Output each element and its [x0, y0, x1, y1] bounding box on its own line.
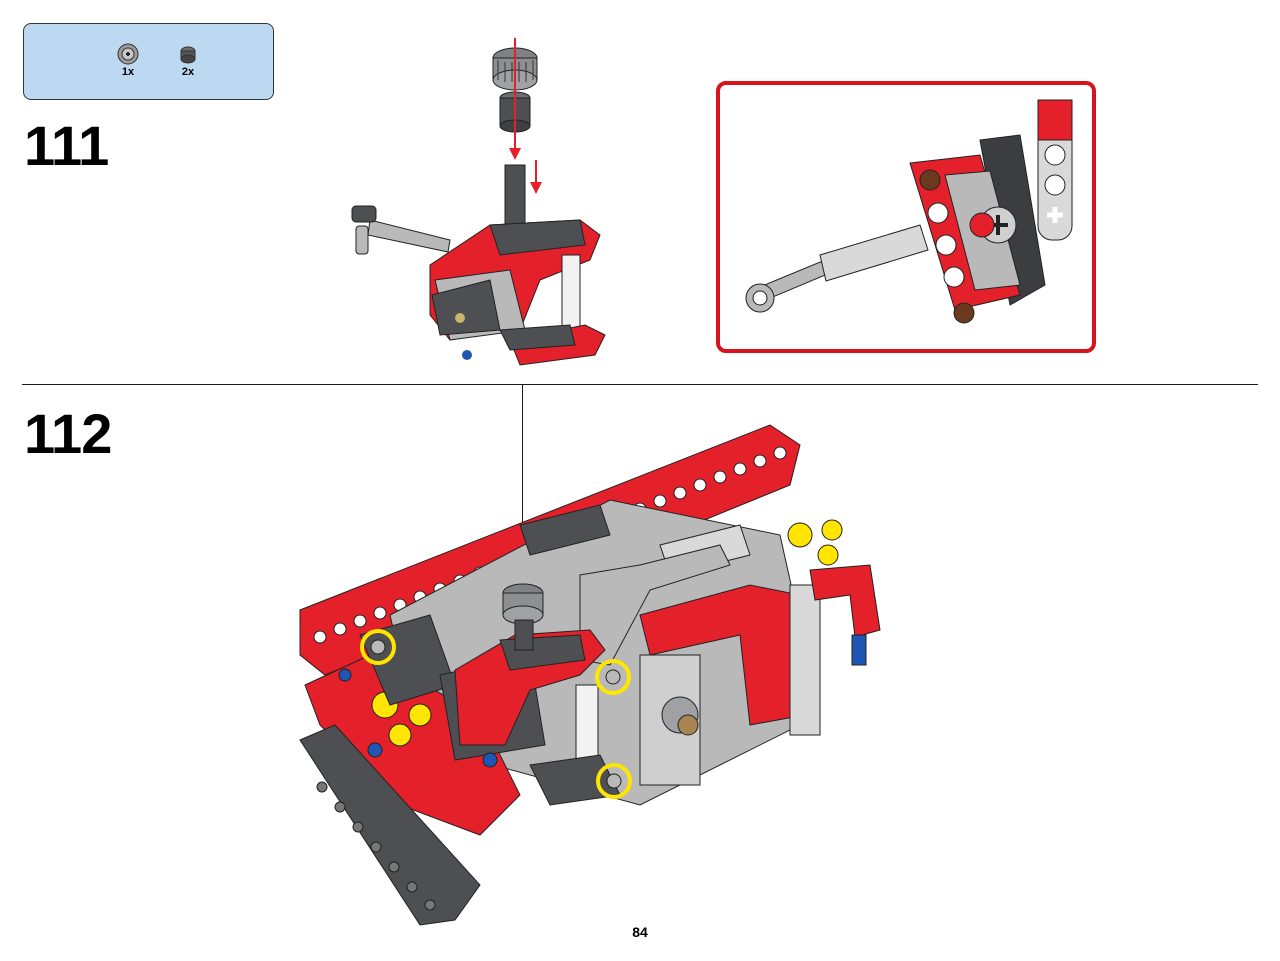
- step-112-assembly-illustration: [299, 424, 881, 926]
- section-divider: [22, 384, 1258, 385]
- bush-icon: [180, 46, 196, 64]
- step-number: 112: [24, 402, 112, 465]
- highlight-circle: [360, 629, 632, 799]
- callout-detail-illustration: [745, 99, 1073, 324]
- step-111-assembly-illustration: [351, 38, 606, 366]
- parts-list-item: 2x: [168, 42, 208, 92]
- gear-12-tooth-icon: [502, 583, 544, 651]
- parts-list-item: 1x: [108, 42, 148, 92]
- parts-list-box: 1x 2x: [23, 23, 274, 100]
- callout-detail-box: [716, 81, 1096, 353]
- page-number: 84: [632, 924, 648, 940]
- pointer-line: [522, 384, 523, 580]
- step-number: 111: [24, 114, 109, 177]
- gear-12-tooth-icon: [117, 43, 139, 65]
- part-quantity: 1x: [121, 66, 135, 78]
- direction-arrow-icon: [509, 38, 542, 194]
- part-quantity: 2x: [181, 66, 195, 78]
